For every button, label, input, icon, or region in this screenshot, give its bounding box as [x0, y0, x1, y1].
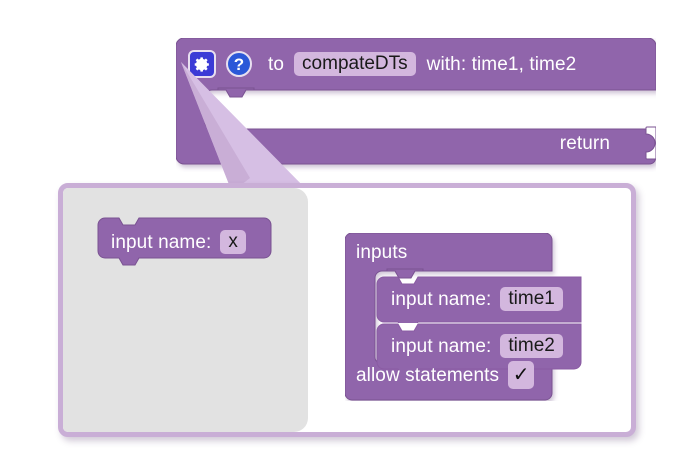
help-icon-glyph: ?	[233, 54, 245, 74]
allow-statements-checkbox[interactable]: ✓	[508, 361, 535, 389]
flyout-block-content: input name: x	[111, 230, 246, 254]
gear-glyph	[194, 56, 209, 72]
input-name-label: input name:	[391, 335, 492, 357]
input-name-label: input name:	[111, 231, 212, 253]
container-title: inputs	[356, 242, 408, 263]
gear-icon[interactable]	[188, 50, 216, 78]
nested-block-content: input name: time1	[391, 287, 563, 311]
function-header-row: ? to compateDTs with: time1, time2	[188, 47, 576, 81]
function-name-field[interactable]: compateDTs	[294, 52, 416, 76]
return-label: return	[559, 133, 610, 154]
mutator-dialog[interactable]: input name: x inputs input name: time1	[58, 183, 636, 437]
nested-input-block-1[interactable]: input name: time1	[376, 276, 582, 330]
to-label: to	[268, 53, 285, 75]
function-definition-block[interactable]: ? to compateDTs with: time1, time2 retur…	[176, 38, 656, 172]
nested-block-content: input name: time2	[391, 334, 563, 358]
input-name-field[interactable]: x	[220, 230, 246, 254]
allow-statements-label: allow statements	[356, 364, 500, 386]
input-name-label: input name:	[391, 288, 492, 310]
flyout-input-block[interactable]: input name: x	[97, 217, 272, 267]
mutator-container-block[interactable]: inputs input name: time1 input name: tim…	[344, 232, 582, 401]
allow-statements-row: allow statements ✓	[356, 361, 535, 389]
nested-input-block-2[interactable]: input name: time2	[376, 323, 582, 377]
mutator-flyout[interactable]: input name: x	[63, 188, 308, 432]
with-params-label: with: time1, time2	[426, 53, 577, 75]
input-name-field[interactable]: time1	[500, 287, 563, 311]
help-icon[interactable]: ?	[226, 51, 252, 77]
checkmark-icon: ✓	[512, 364, 530, 386]
input-name-field[interactable]: time2	[500, 334, 563, 358]
